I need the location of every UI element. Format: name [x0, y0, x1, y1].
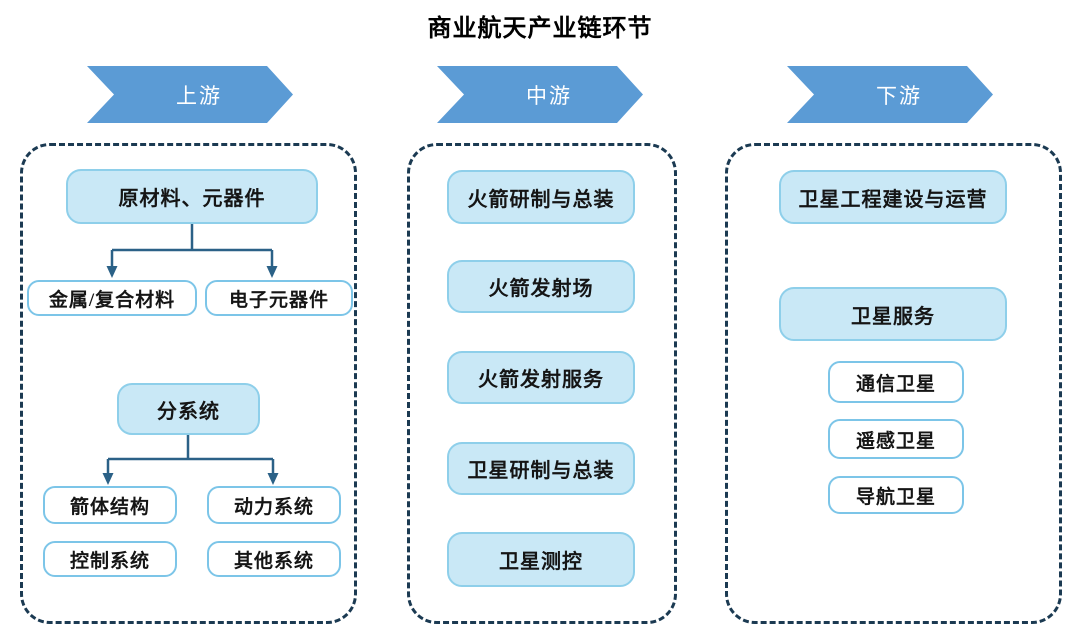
box-metal-composite: 金属/复合材料	[27, 280, 197, 316]
box-remote-sensing-satellite: 遥感卫星	[828, 419, 964, 459]
box-subsystems: 分系统	[117, 383, 260, 435]
panel-upstream	[20, 143, 357, 624]
box-launch-site: 火箭发射场	[447, 260, 635, 313]
chevron-midstream-label: 中游	[526, 83, 572, 108]
box-rocket-development: 火箭研制与总装	[447, 170, 635, 224]
box-rocket-structure: 箭体结构	[43, 486, 177, 524]
box-satellite-tracking: 卫星测控	[447, 532, 635, 587]
box-launch-services: 火箭发射服务	[447, 351, 635, 404]
box-communication-satellite: 通信卫星	[828, 361, 964, 403]
box-electronic-parts: 电子元器件	[205, 280, 353, 316]
box-satellite-engineering: 卫星工程建设与运营	[779, 170, 1007, 224]
box-control-system: 控制系统	[43, 541, 177, 577]
box-satellite-development: 卫星研制与总装	[447, 442, 635, 495]
chevron-downstream: 下游	[787, 66, 993, 123]
chevron-midstream: 中游	[437, 66, 643, 123]
box-satellite-services: 卫星服务	[779, 287, 1007, 341]
panel-midstream	[407, 143, 677, 624]
box-raw-materials: 原材料、元器件	[66, 169, 318, 224]
diagram-title: 商业航天产业链环节	[427, 16, 653, 42]
chevron-upstream-label: 上游	[176, 83, 222, 108]
box-navigation-satellite: 导航卫星	[828, 476, 964, 514]
panel-downstream	[725, 143, 1062, 624]
chevron-upstream: 上游	[87, 66, 293, 123]
box-power-system: 动力系统	[207, 486, 341, 524]
chevron-downstream-label: 下游	[876, 83, 922, 108]
box-other-systems: 其他系统	[207, 541, 341, 577]
